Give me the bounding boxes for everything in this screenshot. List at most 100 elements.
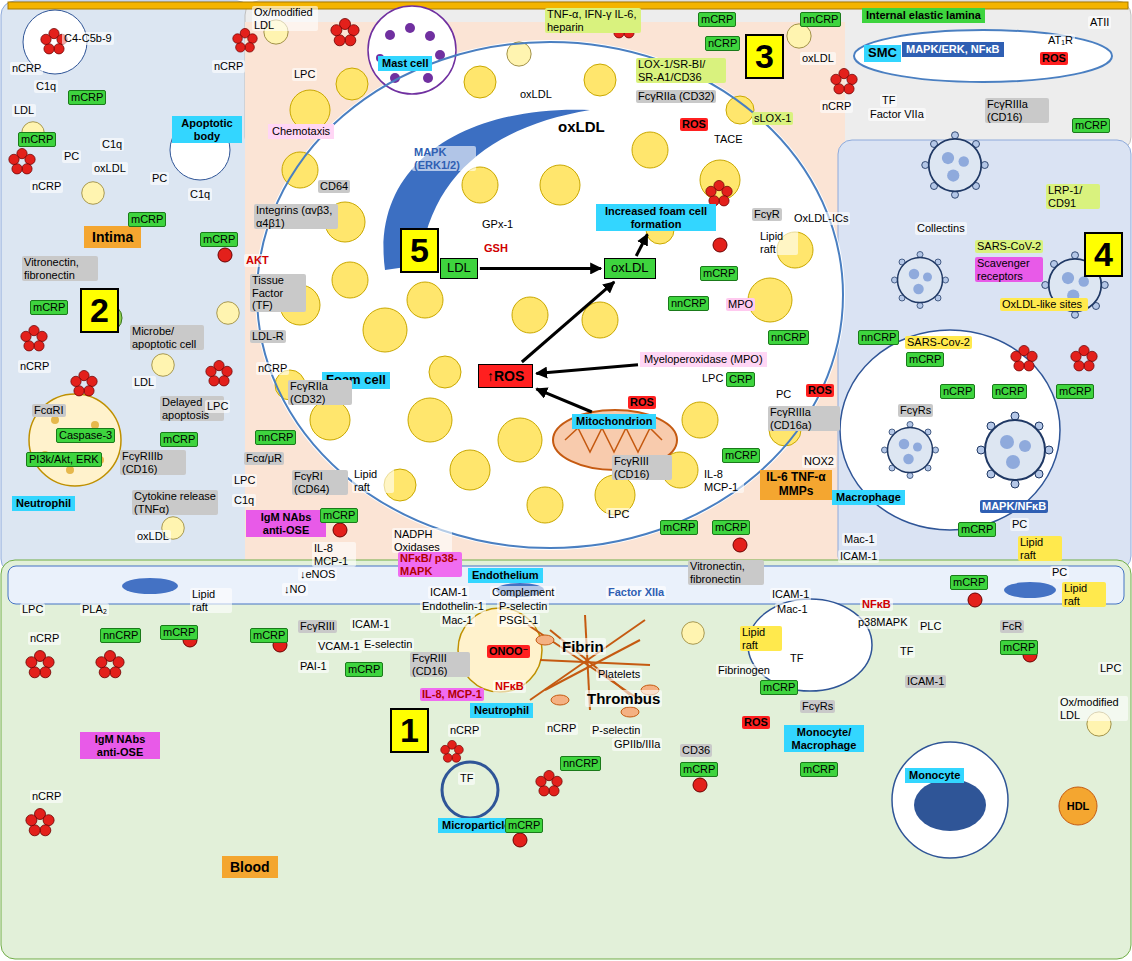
annotation-label: Cytokine release (TNFα) bbox=[132, 490, 218, 515]
annotation-label: NADPH Oxidases bbox=[392, 528, 452, 553]
annotation-label: LPC bbox=[232, 474, 257, 487]
node-text: Mast cell bbox=[382, 57, 428, 70]
annotation-label: MAPK (ERK1/2) bbox=[412, 146, 476, 171]
annotation-label: Vitronectin, fibronectin bbox=[22, 256, 98, 281]
annotation-label: E-selectin bbox=[362, 638, 414, 651]
node-text: Monocyte/ Macrophage bbox=[788, 726, 860, 751]
annotation-label: LOX-1/SR-BI/ SR-A1/CD36 bbox=[636, 58, 726, 83]
annotation-label: ROS bbox=[1040, 52, 1068, 65]
annotation-label: FcγRIIa (CD32) bbox=[636, 90, 716, 103]
annotation-label: oxLDL bbox=[556, 118, 607, 135]
annotation-label: LPC bbox=[292, 68, 317, 81]
label-box: Intima bbox=[84, 226, 141, 248]
annotation-label: nCRP bbox=[28, 632, 61, 645]
annotation-label: nCRP bbox=[545, 722, 578, 735]
annotation-label: LRP-1/ CD91 bbox=[1046, 184, 1100, 209]
annotation-label: mCRP bbox=[700, 266, 738, 281]
annotation-label: nnCRP bbox=[668, 296, 709, 311]
annotation-label: TACE bbox=[712, 133, 745, 146]
label-box: ↑ROS bbox=[478, 364, 533, 388]
node-text: 4 bbox=[1094, 236, 1113, 273]
annotation-label: mCRP bbox=[680, 762, 718, 777]
annotation-label: C1q bbox=[34, 80, 58, 93]
annotation-label: mCRP bbox=[68, 90, 106, 105]
label-box: Endothelium bbox=[468, 568, 543, 583]
annotation-label: FcγRs bbox=[800, 700, 835, 713]
annotation-label: PC bbox=[1050, 566, 1069, 579]
annotation-label: Collectins bbox=[915, 222, 967, 235]
annotation-label: Lipid raft bbox=[190, 588, 232, 613]
lipoproteins bbox=[22, 20, 1111, 736]
crp-pentamers bbox=[9, 12, 1097, 835]
connector-arrow bbox=[536, 389, 592, 412]
annotation-label: nCRP bbox=[30, 180, 63, 193]
annotation-label: PAI-1 bbox=[298, 660, 329, 673]
annotation-label: C1q bbox=[100, 138, 124, 151]
annotation-label: mCRP bbox=[950, 575, 988, 590]
annotation-label: nCRP bbox=[18, 360, 51, 373]
annotation-label: Scavenger receptors bbox=[975, 257, 1043, 282]
annotation-label: Fcα/μR bbox=[244, 452, 284, 465]
connector-arrow bbox=[636, 234, 647, 256]
annotation-label: mCRP bbox=[200, 232, 238, 247]
node-text: 5 bbox=[410, 232, 429, 269]
node-text: IL-6 TNF-α MMPs bbox=[764, 471, 828, 499]
annotation-label: P-selectin bbox=[497, 600, 549, 613]
annotation-label: OxLDL-like sites bbox=[1000, 298, 1088, 311]
annotation-label: OxLDL-ICs bbox=[792, 212, 850, 225]
annotation-label: GSH bbox=[482, 242, 510, 255]
callout-number: 3 bbox=[745, 34, 784, 79]
annotation-label: Lipid raft bbox=[758, 230, 798, 255]
annotation-label: oxLDL bbox=[518, 88, 554, 101]
annotation-label: ICAM-1 bbox=[770, 588, 811, 601]
annotation-label: LPC bbox=[606, 508, 631, 521]
annotation-label: P-selectin bbox=[590, 724, 642, 737]
annotation-label: NFκB bbox=[493, 680, 526, 693]
annotation-label: Factor VIIa bbox=[868, 108, 926, 121]
annotation-label: Lipid raft bbox=[1018, 536, 1062, 561]
node-text: Macrophage bbox=[836, 491, 901, 504]
annotation-label: oxLDL bbox=[800, 52, 836, 65]
callout-number: 5 bbox=[400, 228, 439, 273]
mast-cell bbox=[368, 6, 456, 94]
annotation-label: mCRP bbox=[345, 662, 383, 677]
cells bbox=[23, 10, 1060, 858]
annotation-label: MAPK/NFκB bbox=[980, 500, 1048, 513]
annotation-label: TF bbox=[898, 645, 915, 658]
label-box: Blood bbox=[222, 856, 278, 878]
annotation-label: mCRP bbox=[800, 762, 838, 777]
annotation-label: AKT bbox=[244, 254, 271, 267]
annotation-label: mCRP bbox=[1072, 118, 1110, 133]
annotation-label: FcγRs bbox=[898, 404, 933, 417]
annotation-label: ROS bbox=[806, 384, 834, 397]
label-box: IgM NAbs anti-OSE bbox=[80, 732, 160, 759]
node-text: Increased foam cell formation bbox=[600, 205, 712, 230]
annotation-label: IL-8 MCP-1 bbox=[702, 468, 744, 493]
annotation-label: FcγRIIIa (CD16a) bbox=[768, 406, 840, 431]
annotation-label: mCRP bbox=[30, 300, 68, 315]
label-box: Myeloperoxidase (MPO) bbox=[640, 352, 767, 367]
annotation-label: Lipid raft bbox=[352, 468, 394, 493]
annotation-label: Fibrin bbox=[560, 638, 606, 655]
annotation-label: ROS bbox=[742, 716, 770, 729]
annotation-label: CD64 bbox=[318, 180, 350, 193]
node-text: Microparticle bbox=[442, 819, 510, 832]
annotation-label: ROS bbox=[628, 396, 656, 409]
annotation-label: nnCRP bbox=[255, 430, 296, 445]
node-text: Intima bbox=[92, 229, 133, 245]
foam-cell-body bbox=[255, 40, 845, 550]
annotation-label: mCRP bbox=[250, 628, 288, 643]
label-box: Monocyte bbox=[905, 768, 964, 783]
annotation-label: nCRP bbox=[820, 100, 853, 113]
connector-arrow bbox=[522, 282, 614, 362]
node-text: MAPK/ERK, NFκB bbox=[902, 42, 1004, 57]
node-text: Chemotaxis bbox=[272, 125, 330, 138]
annotation-label: PC bbox=[774, 388, 793, 401]
annotation-label: mCRP bbox=[18, 132, 56, 147]
node-text: Blood bbox=[230, 859, 270, 875]
label-box: Monocyte/ Macrophage bbox=[784, 725, 864, 752]
node-text: HDL bbox=[1067, 800, 1090, 813]
annotation-label: FcγR bbox=[752, 208, 782, 221]
